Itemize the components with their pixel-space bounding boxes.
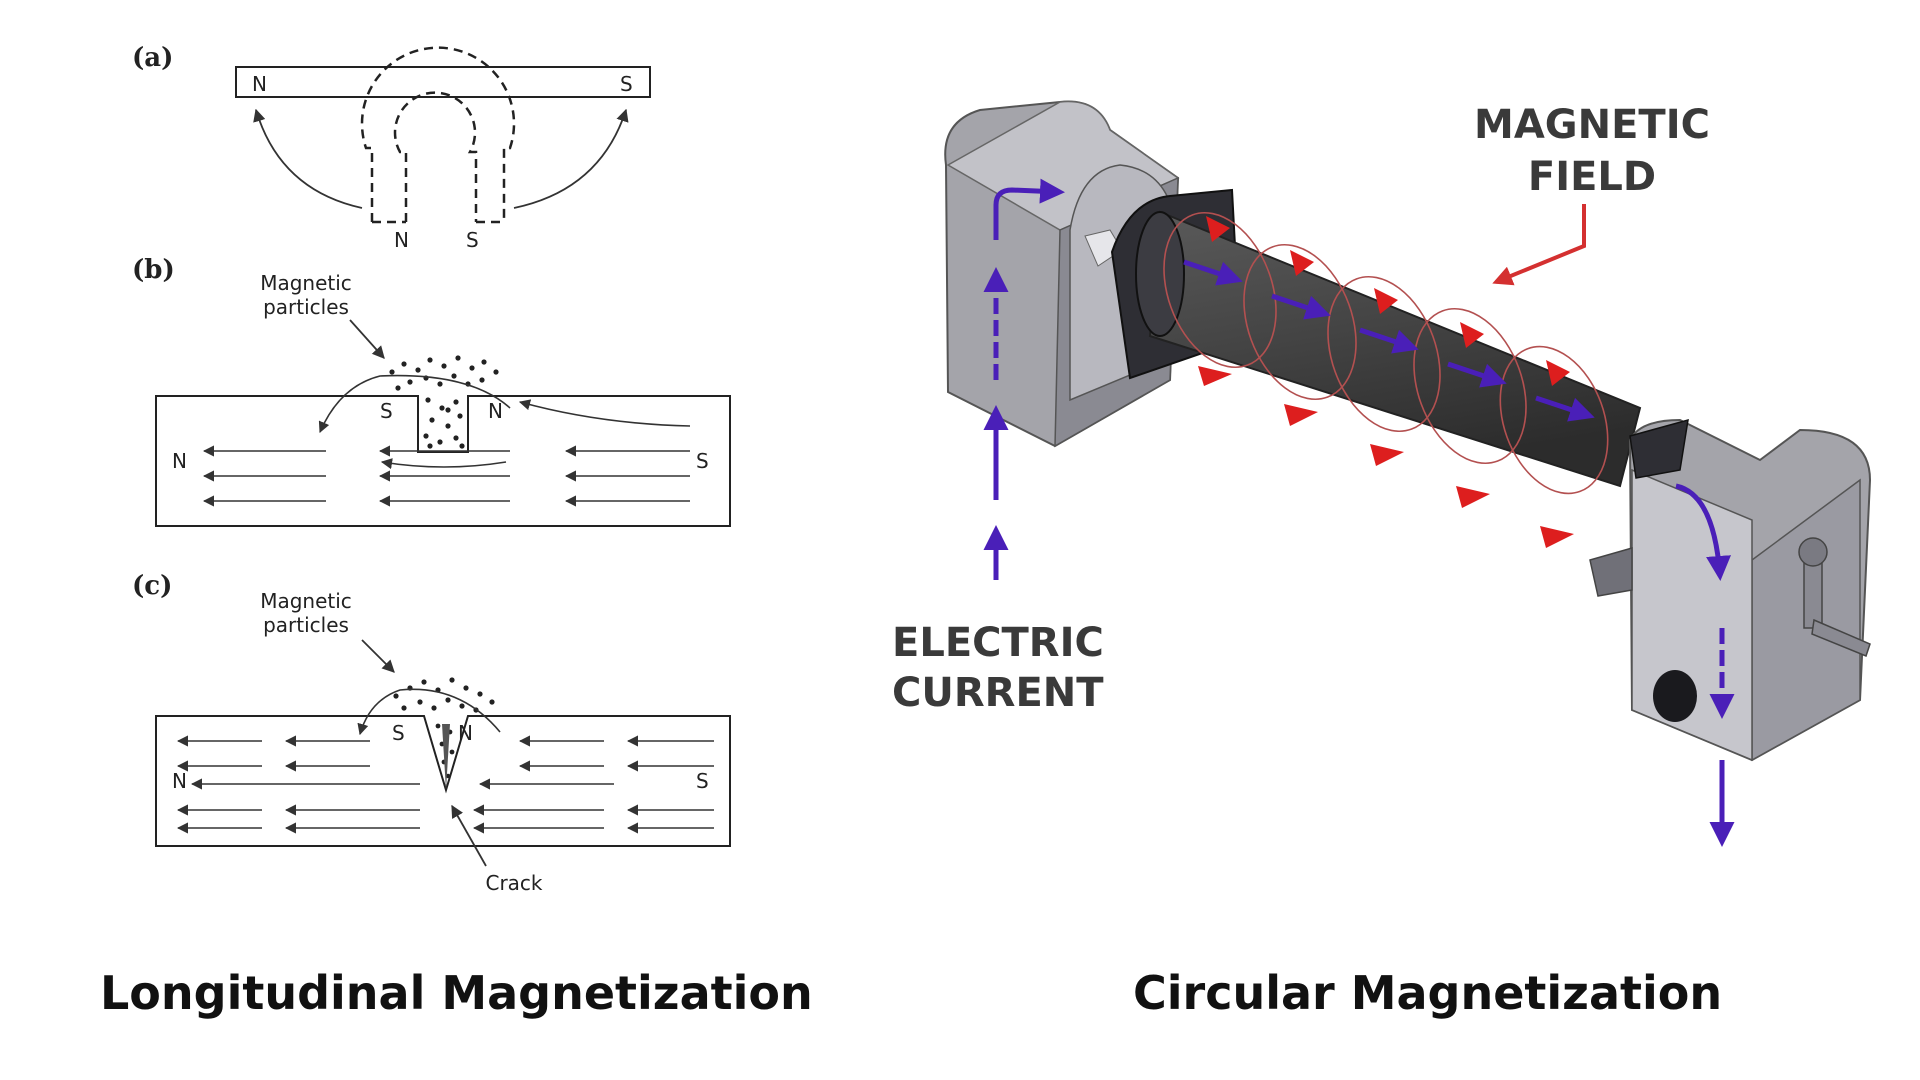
panel-c-tag: (c) [132, 571, 172, 601]
particles-label-c-2: particles [263, 613, 349, 637]
bar-s-label: S [620, 72, 633, 96]
longitudinal-caption: Longitudinal Magnetization [100, 966, 813, 1020]
electric-current-label-2: CURRENT [892, 670, 1104, 716]
magnet-n-label: N [394, 228, 409, 252]
panel-b-tag: (b) [132, 255, 175, 285]
flux-lines-c [176, 688, 714, 834]
electric-current-label-1: ELECTRIC [892, 620, 1104, 666]
pole-s-c: S [392, 721, 405, 745]
particles-pointer-b [349, 319, 385, 359]
magnetic-field-pointer [1492, 204, 1586, 286]
panel-c: (c) Magnetic particles S N N S Crack [132, 571, 731, 895]
pole-s-b: S [380, 399, 393, 423]
panel-a: (a) N S N S [132, 43, 651, 252]
particles-pointer-c [361, 639, 395, 673]
current-path [983, 178, 1735, 847]
field-arrow-left [253, 108, 363, 209]
field-loops [1163, 211, 1609, 495]
flux-lines-b [202, 374, 691, 507]
end-s-b: S [696, 449, 709, 473]
crack [442, 724, 450, 790]
horseshoe-magnet [360, 46, 516, 224]
longitudinal-diagram: (a) N S N S (b) Magnetic particles S N N… [132, 43, 731, 895]
right-housing [1589, 418, 1872, 762]
particles-label-c-1: Magnetic [260, 589, 352, 613]
test-piece-b [155, 395, 731, 527]
field-arrow-right [513, 108, 629, 209]
panel-b: (b) Magnetic particles S N N S [132, 255, 731, 527]
circular-diagram: MAGNETIC FIELD ELECTRIC CURRENT [892, 100, 1872, 847]
magnet-s-label: S [466, 228, 479, 252]
test-piece-c [155, 715, 731, 847]
field-arrows [1198, 216, 1574, 548]
panel-a-tag: (a) [132, 43, 173, 73]
pole-n-c: N [458, 721, 473, 745]
end-n-c: N [172, 769, 187, 793]
magnetic-field-label-1: MAGNETIC [1474, 102, 1710, 148]
pole-n-b: N [488, 399, 503, 423]
circular-caption: Circular Magnetization [1133, 966, 1723, 1020]
bar-magnet [235, 66, 651, 98]
rod-current-arrows [1183, 259, 1595, 422]
magnetic-field-label-2: FIELD [1528, 154, 1656, 200]
end-s-c: S [696, 769, 709, 793]
particles-label-b-2: particles [263, 295, 349, 319]
end-n-b: N [172, 449, 187, 473]
crack-pointer [451, 804, 487, 867]
crack-label: Crack [485, 871, 542, 895]
particles-label-b-1: Magnetic [260, 271, 352, 295]
bar-n-label: N [252, 72, 267, 96]
